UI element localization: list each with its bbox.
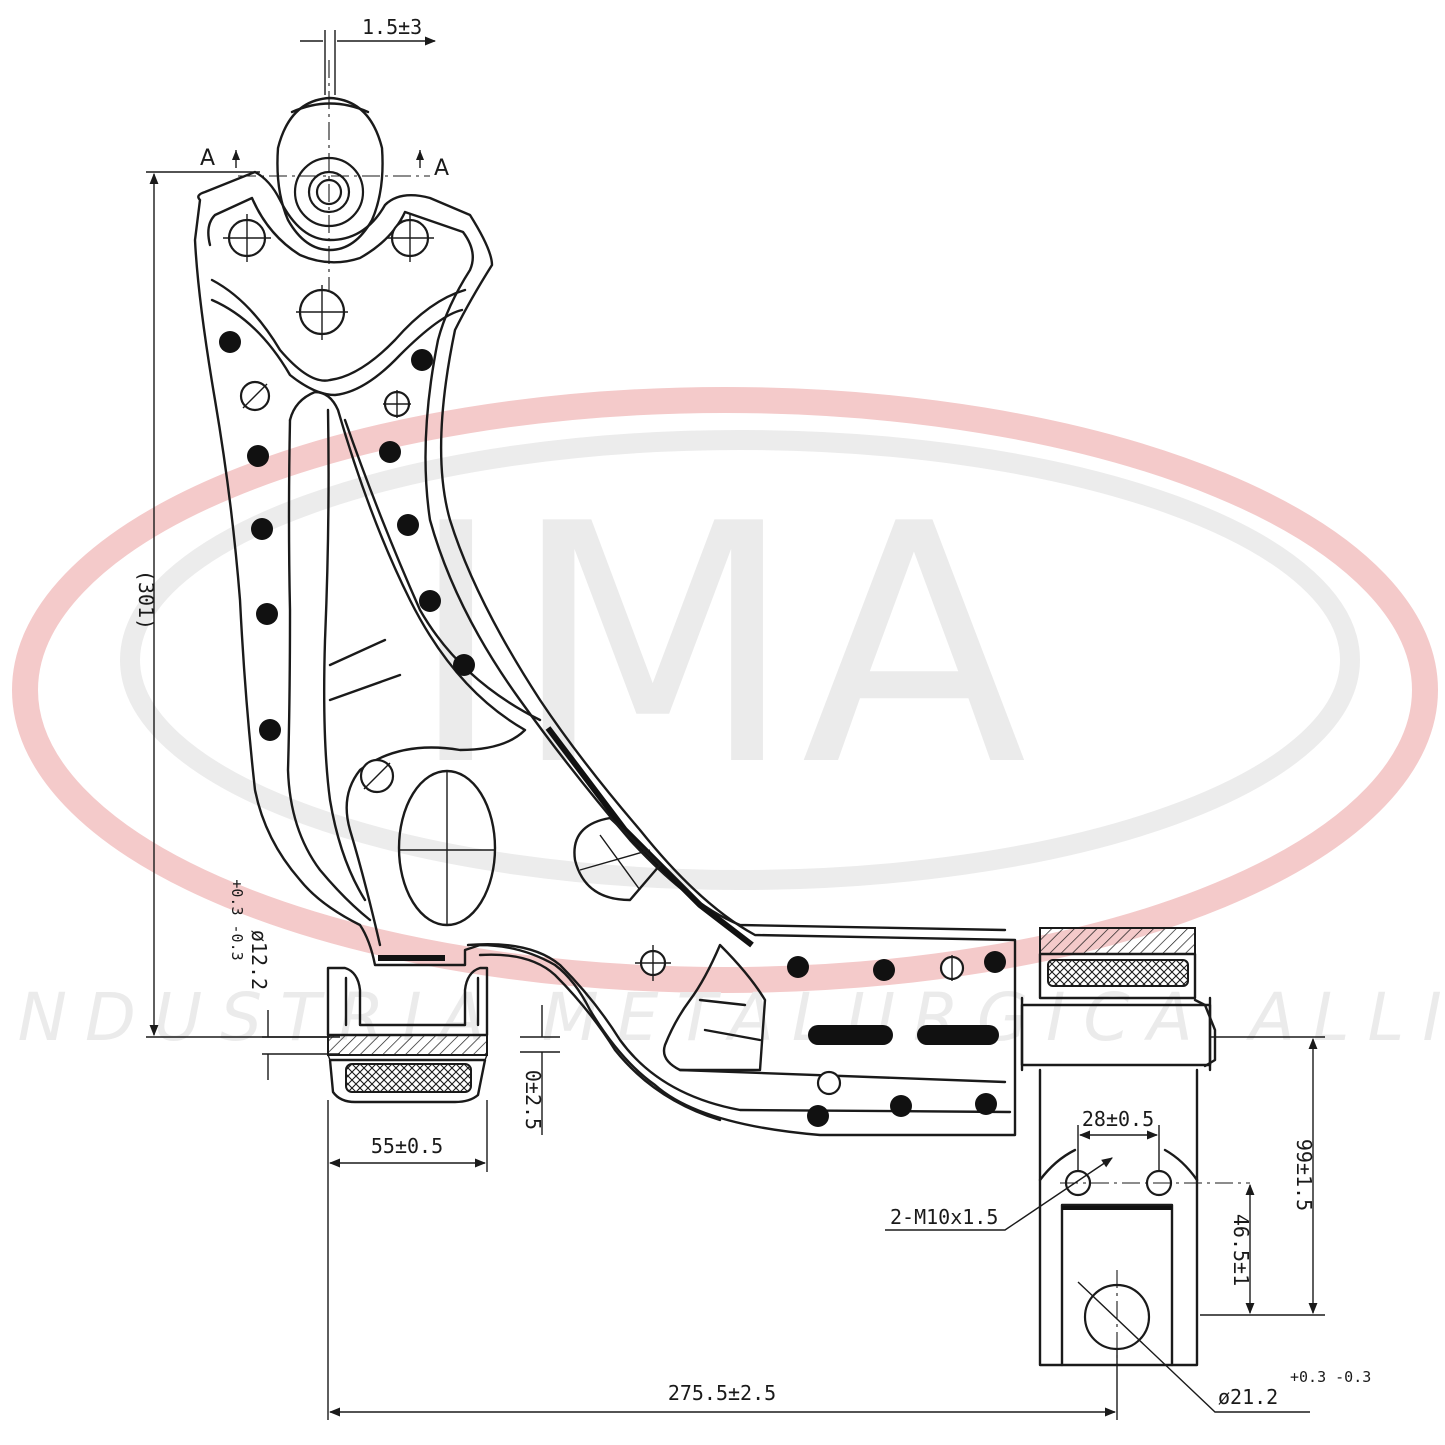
section-mark-left: A	[200, 146, 215, 171]
rivet-hole	[397, 514, 419, 536]
watermark-company-name: INDUSTRIA METALURGICA ALLI	[0, 979, 1445, 1056]
dim-bore-diameter: ø21.2	[1218, 1385, 1278, 1409]
rivet-hole	[807, 1105, 829, 1127]
dim-vertical-offset: 0±2.5	[521, 1070, 545, 1130]
dimension-lines	[146, 30, 1325, 1420]
rivet-hole	[453, 654, 475, 676]
rivet-holes	[219, 331, 1006, 1127]
rivet-hole	[975, 1093, 997, 1115]
dim-bolt-callout: 2-M10x1.5	[890, 1205, 998, 1229]
control-arm-body	[193, 170, 1017, 1137]
rivet-hole	[787, 956, 809, 978]
watermark-logo: IMA	[407, 454, 1033, 838]
ball-joint: A A	[200, 60, 449, 340]
dim-bolt-to-bore: 46.5±1	[1229, 1214, 1253, 1286]
rivet-hole	[256, 603, 278, 625]
dim-bushing-diameter-tol: +0.3 -0.3	[228, 879, 246, 960]
rivet-hole	[251, 518, 273, 540]
front-bushing	[326, 966, 489, 1104]
dimension-labels: 1.5±3 (301) ø12.2 +0.3 -0.3 55±0.5 0±2.5…	[134, 15, 1371, 1409]
dim-overall-height: (301)	[134, 570, 158, 630]
rivet-hole	[890, 1095, 912, 1117]
rivet-hole	[247, 445, 269, 467]
dim-bushing-diameter: ø12.2	[247, 930, 271, 990]
watermark-ring-inner	[120, 430, 1360, 890]
dim-overall-length: 275.5±2.5	[668, 1381, 776, 1405]
rivet-hole	[419, 590, 441, 612]
watermark-ring-outer	[12, 387, 1438, 993]
dim-bracket-height: 99±1.5	[1292, 1139, 1316, 1211]
rivet-hole	[259, 719, 281, 741]
section-mark-right: A	[434, 156, 449, 181]
dim-bushing-width: 55±0.5	[371, 1134, 443, 1158]
watermark: IMA INDUSTRIA METALURGICA ALLI	[0, 387, 1445, 1056]
slot-1	[808, 1025, 893, 1045]
rivet-hole	[219, 331, 241, 353]
dim-top-offset: 1.5±3	[362, 15, 422, 39]
rivet-hole	[984, 951, 1006, 973]
dim-bore-diameter-tol: +0.3 -0.3	[1290, 1368, 1371, 1386]
dim-bolt-spacing: 28±0.5	[1082, 1107, 1154, 1131]
rivet-hole	[411, 349, 433, 371]
slot-2	[917, 1025, 999, 1045]
rivet-hole	[379, 441, 401, 463]
rear-bushing-bracket	[1020, 927, 1250, 1367]
rivet-hole	[873, 959, 895, 981]
